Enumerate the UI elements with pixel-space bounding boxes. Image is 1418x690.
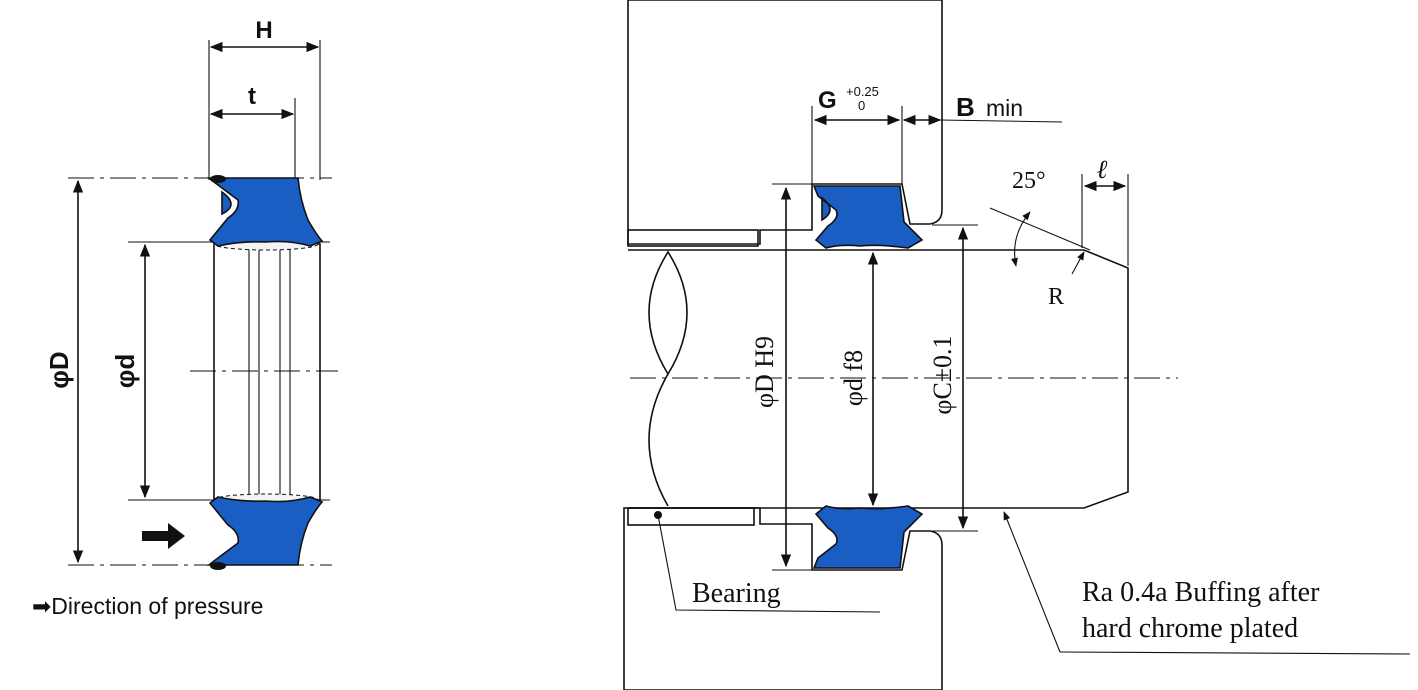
housing-top [627, 0, 943, 245]
bearing-label: Bearing [692, 578, 781, 609]
finish-line-1: Ra 0.4a Buffing after [1082, 577, 1320, 608]
angle-label: 25° [1012, 168, 1046, 194]
housing-bottom [623, 507, 943, 690]
b-min-suffix: min [986, 95, 1023, 121]
seal-section-bottom [206, 496, 324, 566]
left-seal-view: H t φD φd ➡Direction of pressure [32, 17, 338, 619]
rod-dim-label: φd f8 [839, 350, 868, 406]
rod [628, 249, 1129, 509]
bearing-bottom [627, 507, 755, 526]
seal-right-bottom [812, 505, 924, 569]
groove-tol-lower: 0 [858, 98, 865, 113]
bore-dim-label: φD H9 [750, 336, 779, 408]
seal-right-top [812, 185, 924, 249]
radius-label: R [1048, 284, 1064, 310]
right-assembly-view: φD H9 φd f8 φC±0.1 G +0.25 0 B min 25° ℓ… [623, 0, 1411, 690]
bearing-top [627, 229, 759, 247]
groove-width-label: G [818, 87, 837, 114]
clearance-dim-label: φC±0.1 [928, 335, 957, 414]
length-l-label: ℓ [1097, 155, 1108, 184]
groove-tol-upper: +0.25 [846, 84, 879, 99]
dim-t-label: t [248, 83, 256, 110]
pressure-arrow-icon [142, 523, 185, 549]
b-min-letter: B [956, 92, 975, 122]
dim-h-label: H [255, 17, 272, 44]
dim-D-label: φD [44, 351, 74, 388]
seal-inner-body [213, 243, 321, 501]
finish-line-2: hard chrome plated [1082, 613, 1298, 644]
seal-section-top [206, 177, 324, 247]
dim-d-label: φd [110, 354, 140, 388]
pressure-legend: ➡Direction of pressure [32, 593, 263, 619]
